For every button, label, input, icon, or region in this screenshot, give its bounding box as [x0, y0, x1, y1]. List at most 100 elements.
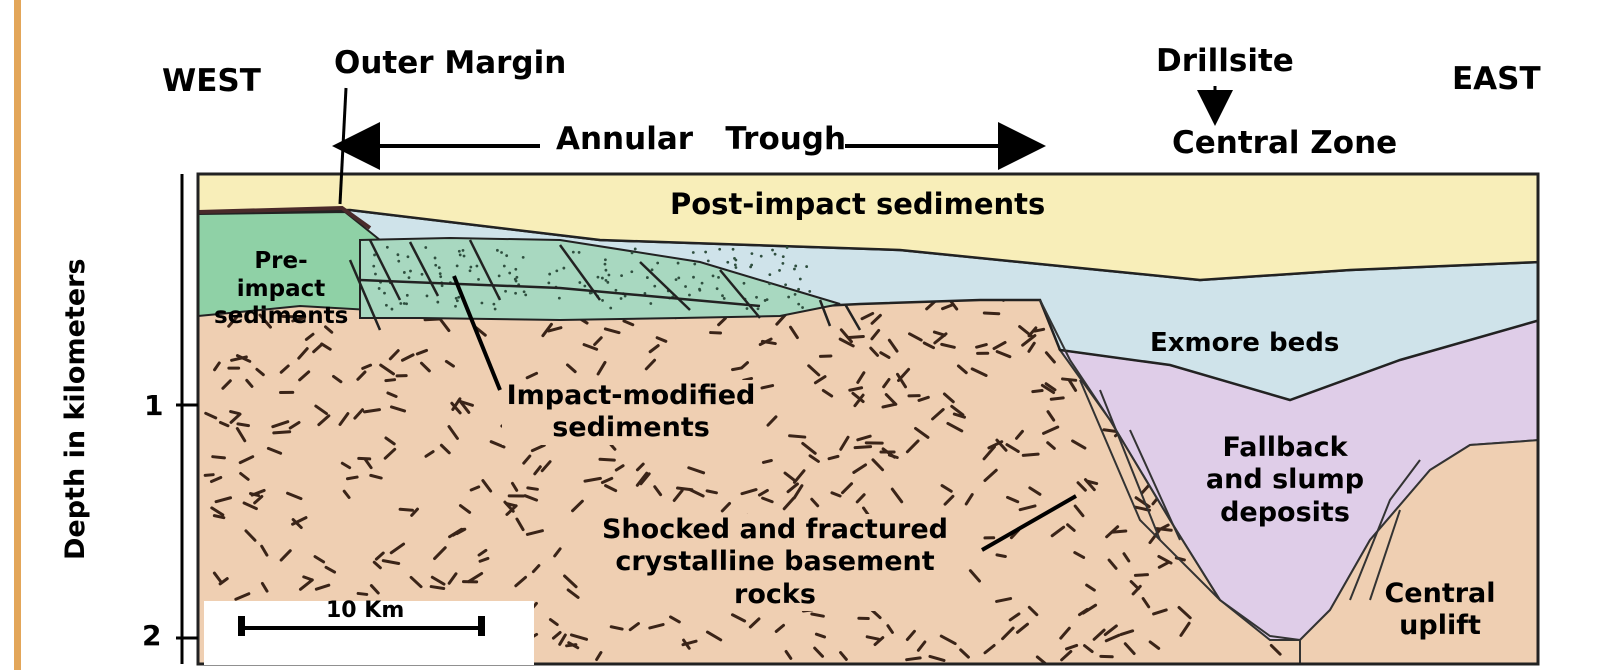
- texture-dot: [771, 248, 774, 252]
- texture-dash: [212, 514, 226, 520]
- texture-dash: [1076, 481, 1087, 492]
- texture-dash: [1179, 621, 1191, 637]
- texture-dash: [229, 410, 241, 416]
- texture-dot: [797, 302, 801, 306]
- texture-dot: [704, 250, 708, 254]
- texture-dot: [425, 294, 429, 298]
- texture-dash: [530, 443, 546, 453]
- texture-dash: [447, 425, 459, 440]
- texture-dot: [514, 267, 518, 271]
- texture-dash: [952, 412, 966, 419]
- texture-dash: [784, 650, 793, 660]
- texture-dash: [429, 585, 446, 590]
- texture-dash: [1123, 642, 1136, 656]
- texture-dot: [396, 253, 400, 257]
- texture-dash: [851, 391, 865, 404]
- texture-dash: [569, 633, 589, 641]
- texture-dash: [1119, 629, 1135, 636]
- texture-dot: [514, 291, 517, 295]
- texture-dot: [700, 281, 704, 285]
- texture-dash: [655, 336, 668, 343]
- texture-dot: [717, 275, 720, 279]
- texture-dash: [1107, 558, 1118, 570]
- texture-dot: [547, 281, 551, 285]
- texture-dash: [1155, 527, 1173, 532]
- texture-dash: [855, 493, 866, 504]
- texture-dash: [740, 488, 758, 496]
- texture-dash: [1046, 410, 1056, 422]
- texture-dash: [374, 551, 385, 561]
- texture-dash: [558, 633, 567, 646]
- texture-dash: [628, 622, 640, 632]
- texture-dash: [533, 465, 542, 476]
- texture-dash: [503, 500, 515, 513]
- texture-dash: [467, 571, 484, 584]
- texture-dot: [477, 277, 480, 281]
- texture-dash: [478, 556, 490, 563]
- texture-dash: [717, 316, 727, 327]
- texture-dot: [633, 247, 637, 251]
- texture-dash: [964, 493, 974, 506]
- texture-dash: [639, 472, 651, 486]
- texture-dash: [730, 613, 747, 623]
- texture-dot: [571, 250, 575, 254]
- texture-dash: [523, 494, 539, 502]
- texture-dash: [995, 553, 1007, 558]
- texture-dot: [718, 247, 722, 251]
- texture-dot: [650, 268, 654, 272]
- texture-dash: [304, 332, 315, 341]
- texture-dot: [731, 247, 735, 251]
- texture-dot: [515, 275, 519, 279]
- texture-dash: [968, 569, 981, 583]
- texture-dash: [1033, 327, 1046, 333]
- texture-dash: [814, 632, 827, 639]
- depth-axis-title: Depth in kilometers: [60, 258, 91, 560]
- outer-margin-label: Outer Margin: [334, 45, 567, 81]
- texture-dash: [882, 377, 891, 389]
- texture-dash: [324, 325, 334, 334]
- texture-dot: [604, 268, 608, 272]
- texture-dot: [390, 307, 394, 311]
- texture-dash: [258, 313, 272, 329]
- texture-dash: [940, 484, 953, 493]
- texture-dash: [705, 630, 723, 642]
- texture-dash: [774, 623, 786, 633]
- texture-dot: [750, 263, 754, 267]
- texture-dot: [793, 292, 797, 296]
- texture-dash: [340, 461, 352, 470]
- texture-dot: [440, 284, 444, 288]
- texture-dash: [372, 560, 382, 570]
- texture-dash: [1111, 529, 1128, 534]
- texture-dash: [1073, 551, 1086, 559]
- texture-dot: [372, 264, 376, 268]
- texture-dash: [890, 487, 904, 504]
- texture-dash: [622, 319, 635, 327]
- texture-dash: [298, 370, 311, 382]
- texture-dot: [742, 281, 746, 285]
- texture-dash: [1042, 425, 1060, 435]
- texture-dash: [847, 335, 865, 339]
- texture-dash: [940, 342, 956, 349]
- texture-dot: [721, 294, 724, 298]
- texture-dash: [481, 479, 493, 493]
- texture-dash: [1083, 644, 1094, 654]
- texture-dash: [939, 634, 957, 646]
- texture-dot: [405, 293, 409, 297]
- texture-dash: [648, 623, 665, 630]
- texture-dash: [563, 574, 578, 589]
- texture-dash: [870, 328, 881, 341]
- texture-dot: [623, 294, 627, 298]
- texture-dash: [1104, 633, 1121, 643]
- texture-dash: [210, 506, 225, 517]
- direction-west: WEST: [162, 63, 261, 99]
- texture-dash: [338, 412, 350, 426]
- texture-dash: [567, 641, 580, 650]
- texture-dash: [1015, 429, 1024, 440]
- texture-dash: [1050, 525, 1066, 538]
- texture-dash: [933, 332, 948, 345]
- texture-dash: [887, 338, 899, 353]
- texture-dash: [1061, 377, 1078, 382]
- texture-dash: [596, 360, 607, 376]
- texture-dash: [279, 549, 292, 562]
- texture-dash: [786, 482, 799, 494]
